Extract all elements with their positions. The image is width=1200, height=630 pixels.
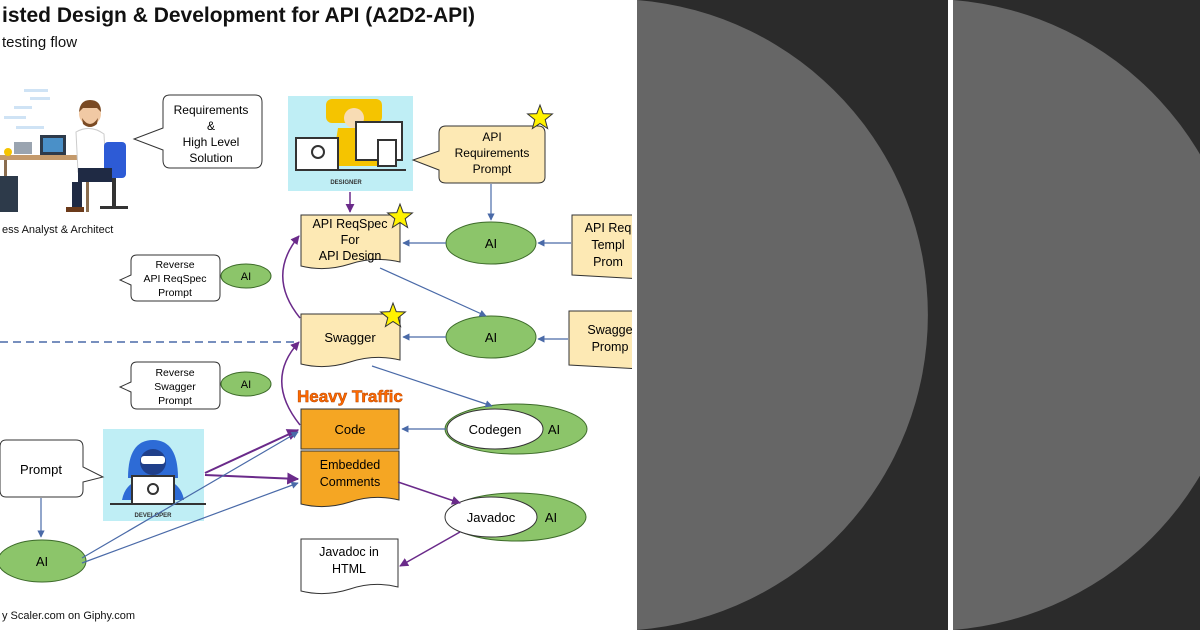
doc-swagger-text: Swagger	[324, 330, 376, 345]
ai-node-codegen: Codegen AI	[444, 403, 588, 455]
ai-node-reverse-reqspec: AI	[220, 263, 272, 289]
analyst-illustration	[0, 82, 140, 217]
giphy-credit: y Scaler.com on Giphy.com	[2, 610, 136, 622]
developer-prompt-text: Prompt	[20, 462, 62, 477]
ai-node-swagger: AI	[445, 315, 537, 359]
javadoc-label: Javadoc	[467, 510, 516, 525]
svg-text:AI: AI	[485, 236, 497, 251]
svg-text:AI: AI	[485, 330, 497, 345]
half-disc-right	[953, 0, 1200, 630]
panel-divider	[632, 0, 637, 630]
doc-swagger: Swagger	[300, 313, 401, 368]
ai-node-reverse-swagger: AI	[220, 371, 272, 397]
slide-title: isted Design & Development for API (A2D2…	[2, 4, 475, 27]
svg-text:AI: AI	[36, 554, 48, 569]
developer-prompt-callout: Prompt	[0, 439, 105, 498]
doc-code-text: Code	[334, 422, 365, 437]
panel-divider	[948, 0, 953, 630]
star-icon	[526, 103, 554, 130]
svg-text:AI: AI	[241, 271, 251, 283]
diagram-slide: isted Design & Development for API (A2D2…	[0, 4, 632, 622]
doc-code: Code	[300, 408, 400, 450]
developer-illustration: DEVELOPER	[103, 429, 206, 521]
designer-illustration: DESIGNER	[288, 96, 413, 191]
ai-node-developer: AI	[0, 539, 87, 583]
svg-text:AI: AI	[241, 379, 251, 391]
star-icon	[379, 301, 407, 328]
designer-label: DESIGNER	[330, 180, 362, 186]
heavy-traffic-label: Heavy Traffic	[297, 387, 403, 406]
dark-panel	[632, 0, 1200, 630]
analyst-caption: ess Analyst & Architect	[2, 224, 114, 236]
connectors	[37, 184, 571, 567]
ai-node-javadoc: Javadoc AI	[444, 492, 587, 542]
star-icon	[386, 202, 414, 229]
slide-subtitle: testing flow	[2, 34, 78, 51]
ai-node-requirements: AI	[445, 221, 537, 265]
svg-text:AI: AI	[545, 510, 557, 525]
codegen-label: Codegen	[469, 422, 522, 437]
svg-text:AI: AI	[548, 422, 560, 437]
half-disc-left	[637, 0, 928, 630]
